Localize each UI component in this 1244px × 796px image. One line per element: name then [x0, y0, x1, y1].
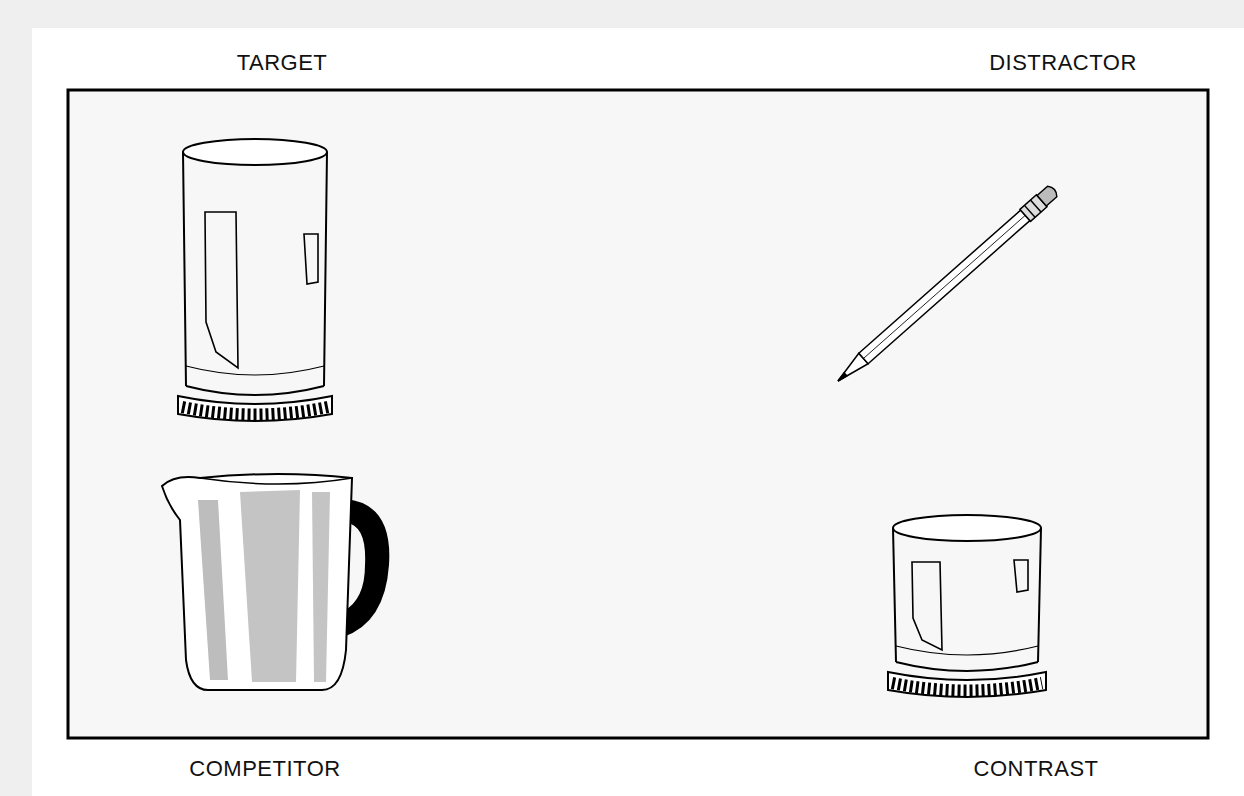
glass-bottom-inner — [186, 366, 324, 375]
glass-bottom — [896, 662, 1038, 671]
pitcher-shade — [240, 490, 300, 682]
pencil-ferrule-line — [1024, 205, 1035, 217]
tall-glass — [178, 139, 332, 421]
glass-base — [888, 672, 1046, 697]
glass-bottom — [186, 386, 324, 395]
glass-rim — [893, 515, 1041, 541]
glass-highlight — [205, 212, 238, 368]
panel-label: DISTRACTOR — [989, 50, 1137, 76]
glass-side — [183, 152, 327, 386]
pencil — [833, 184, 1060, 387]
pitcher-shade — [198, 500, 228, 680]
glass-highlight — [1014, 560, 1028, 592]
pitcher-rim — [200, 478, 352, 484]
glass-highlight — [912, 562, 942, 650]
pencil-body — [859, 210, 1030, 364]
pitcher-body — [162, 474, 352, 690]
short-glass — [888, 515, 1046, 697]
glass-base-ridges — [182, 407, 328, 415]
glass-rim — [183, 139, 327, 165]
panel-label: COMPETITOR — [189, 756, 340, 782]
panel-label: CONTRAST — [974, 756, 1099, 782]
pitcher-shade — [312, 492, 330, 682]
display-frame — [68, 90, 1208, 738]
glass-side — [893, 528, 1041, 662]
pencil-eraser — [1037, 184, 1059, 206]
pencil-edge — [863, 215, 1025, 358]
glass-base — [178, 396, 332, 421]
pencil-lead — [837, 373, 847, 383]
pencil-ferrule-line — [1030, 200, 1041, 212]
glass-base-ridges — [892, 683, 1042, 691]
glass-highlight — [304, 234, 318, 284]
pitcher — [162, 474, 388, 690]
glass-bottom-inner — [896, 646, 1038, 655]
panel-label: TARGET — [237, 50, 328, 76]
